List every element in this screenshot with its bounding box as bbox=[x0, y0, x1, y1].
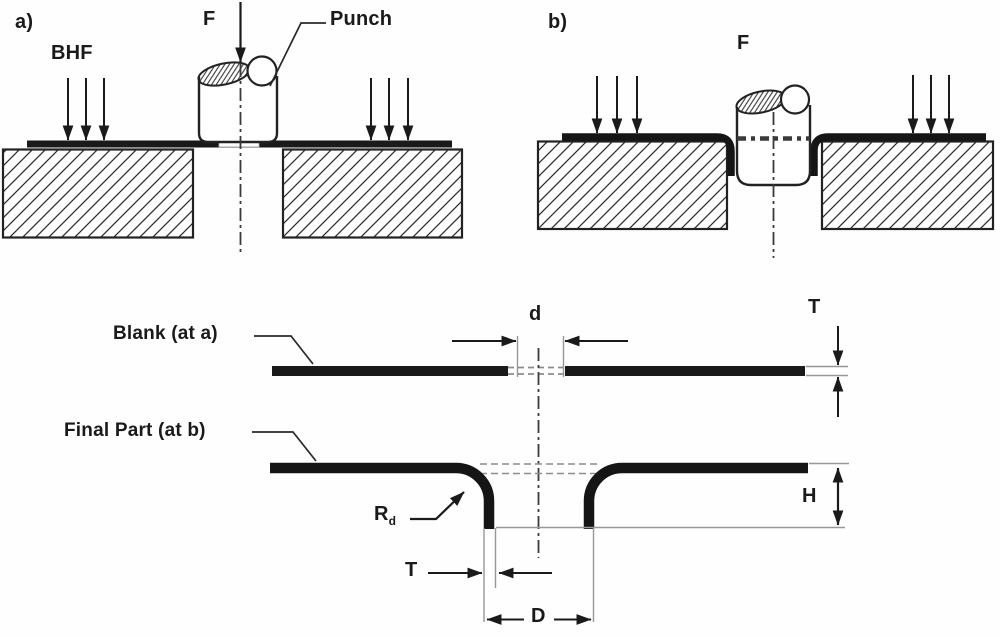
bhf-arrows-left-a bbox=[62, 78, 110, 141]
wall-extension-lines bbox=[483, 462, 849, 622]
flange-hidden-lines bbox=[480, 463, 600, 475]
die-radius-subscript: d bbox=[388, 514, 397, 528]
blank-bar-right bbox=[565, 366, 805, 376]
force-label-a: F bbox=[203, 8, 216, 30]
panel-b-label: b) bbox=[548, 11, 568, 33]
final-part-label: Final Part (at b) bbox=[64, 420, 206, 441]
bhf-arrows-right-b bbox=[907, 75, 955, 134]
final-part-profile-left bbox=[270, 462, 495, 529]
draw-height-label: H bbox=[802, 485, 817, 507]
punch-body-a bbox=[197, 76, 279, 144]
blank-bar-left bbox=[272, 366, 508, 376]
punch-a bbox=[197, 55, 279, 144]
blank-gap-hidden-lines bbox=[508, 366, 565, 375]
punch-diameter-label: d bbox=[529, 303, 542, 325]
d-extension-lines bbox=[516, 336, 565, 377]
punch-leader-line bbox=[269, 22, 326, 87]
drawn-sheet-left-b bbox=[562, 133, 735, 176]
die-block-right-a bbox=[281, 148, 464, 239]
panel-a-label: a) bbox=[15, 11, 34, 33]
punch-label: Punch bbox=[330, 8, 393, 30]
die-block-left-a bbox=[1, 148, 195, 239]
die-radius-label: Rd bbox=[374, 504, 396, 527]
final-part-profile-right bbox=[583, 462, 808, 529]
thickness-label-wall: T bbox=[405, 559, 418, 581]
drawn-sheet-right-b bbox=[810, 133, 986, 176]
t-blank-extension-lines bbox=[806, 365, 848, 377]
final-part-leader-line bbox=[252, 431, 317, 462]
section-views bbox=[252, 326, 849, 625]
bhf-arrows-right-a bbox=[365, 78, 414, 141]
punch-b bbox=[735, 84, 812, 187]
panel-a-drawing bbox=[1, 2, 464, 252]
panel-b-drawing bbox=[536, 75, 995, 258]
die-block-left-b bbox=[536, 140, 729, 231]
punch-top-lobe-b bbox=[779, 84, 811, 115]
blank-leader-line bbox=[254, 335, 314, 365]
thickness-label-blank: T bbox=[808, 296, 821, 318]
force-label-b: F bbox=[737, 32, 750, 54]
die-radius-arrow bbox=[410, 491, 465, 521]
die-opening-label: D bbox=[531, 605, 546, 627]
blank-label: Blank (at a) bbox=[113, 323, 218, 344]
bhf-label: BHF bbox=[51, 42, 93, 64]
bhf-arrows-left-b bbox=[591, 76, 643, 134]
die-radius-symbol: R bbox=[374, 503, 389, 525]
die-block-right-b bbox=[820, 140, 995, 231]
